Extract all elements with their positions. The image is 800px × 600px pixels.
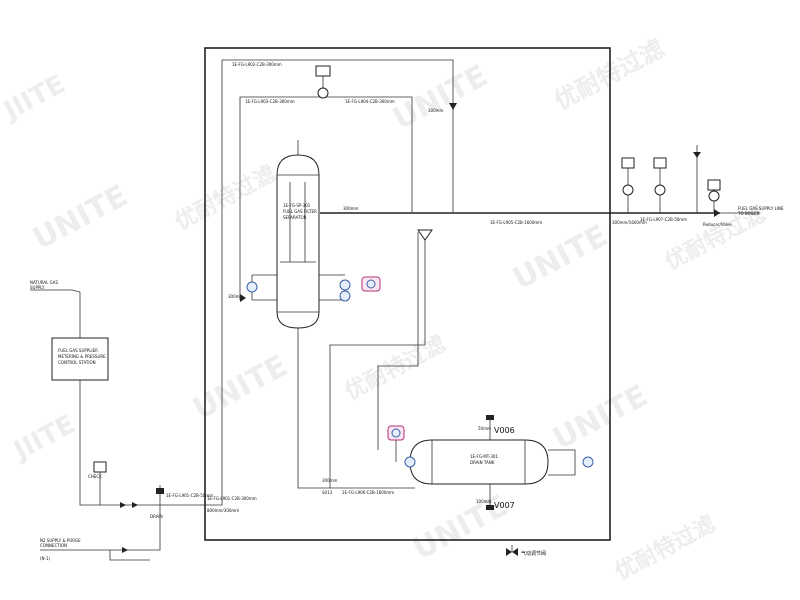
label-l905: 1E-FG-L905-C2B-1600mm <box>490 220 542 225</box>
metering-station-box <box>51 337 109 381</box>
label-purge2: CONNECTION <box>40 543 67 548</box>
watermark-tail-2: JIITE <box>0 69 70 127</box>
label-l902: 1E-FG-L902-C2B-300mm <box>232 62 282 67</box>
watermark-tail-1: JIITE <box>7 409 80 467</box>
drain-tank <box>409 420 549 505</box>
watermark-cn-4: 优耐特过滤 <box>341 331 450 406</box>
label-l903: 1E-FG-L903-C2B-300mm <box>245 99 295 104</box>
label-supply: SUPPLY <box>30 285 45 290</box>
label-l904: 1E-FG-L904-C2B-300mm <box>345 99 395 104</box>
station-line2: METERING & PRESSURE <box>58 354 106 359</box>
line-drain-bottom <box>297 338 415 489</box>
label-left-line: 1E-FG-L901-C2B-50mm <box>166 493 213 498</box>
station-line3: CONTROL STATION <box>58 360 96 365</box>
skid-boundary <box>204 47 611 541</box>
watermark-brand-1: UNITE <box>387 58 493 137</box>
separator-name2: SEPARATOR <box>283 215 307 220</box>
n2-purge-branch <box>109 550 150 561</box>
label-purge-tag: (N-1) <box>40 556 51 561</box>
station-line1: FUEL GAS SUPPLIER <box>58 348 98 353</box>
label-300-left: 300mm <box>228 294 244 299</box>
watermark-cn-2: 优耐特过滤 <box>171 161 280 236</box>
legend-text: 气动调节阀 <box>521 550 546 557</box>
label-check: CHECK <box>88 474 102 479</box>
label-left-pair: 800mm/300mm <box>207 508 239 513</box>
label-300-drain: 300mm <box>322 478 338 483</box>
valve-top-right-icon <box>449 103 457 110</box>
inlet-instruments <box>93 461 164 508</box>
separator-name1: FUEL GAS FILTER <box>283 209 317 214</box>
watermark-brand-5: UNITE <box>547 378 653 457</box>
label-supply-boiler-1: FUEL GAS SUPPLY LINE <box>738 206 784 211</box>
purge-valve-icon <box>122 547 128 553</box>
line-l903 <box>239 96 413 300</box>
watermark-layer: UNITE 优耐特过滤 UNITE 优耐特过滤 UNITE 优耐特过滤 UNIT… <box>0 34 770 585</box>
label-purge1: N2 SUPPLY & PURGE <box>40 538 81 543</box>
label-right-line: 1E-FG-L907-C2B-50mm <box>640 217 687 222</box>
line-skid-inlet <box>205 240 223 506</box>
watermark-brand-2: UNITE <box>27 178 133 257</box>
pressure-gauge-top <box>315 65 331 99</box>
line-l902 <box>221 59 454 240</box>
label-50mm: 50mm <box>478 426 491 431</box>
valve-v007-icon <box>486 505 494 510</box>
drain-tank-tag: 1E-FG-MT-301 <box>470 454 498 459</box>
valve-v006-icon <box>486 415 494 420</box>
separator-level-right <box>319 274 351 302</box>
separator-tag: 1E-FG-SP-301 <box>283 203 311 208</box>
line-drain-loop <box>377 232 419 450</box>
label-l906: 1E-FG-L906-C2B-1600mm <box>342 490 394 495</box>
label-s013: S013 <box>322 490 333 495</box>
drain-level-right-line <box>548 449 576 476</box>
watermark-brand-3: UNITE <box>507 218 613 297</box>
label-right-size: 300mm/1600mm <box>612 220 647 225</box>
drain-vent-head <box>417 229 433 241</box>
watermark-cn-5: 优耐特过滤 <box>611 511 720 586</box>
drain-level-gauge-left <box>404 456 416 468</box>
instrument-group-right <box>621 145 721 217</box>
line-station-to-skid <box>79 380 205 506</box>
valve-v006-label: V006 <box>494 426 515 435</box>
label-drain-small: DRAIN <box>150 514 163 519</box>
label-natural-gas: NATURAL GAS <box>30 280 58 285</box>
natural-gas-supply-line <box>30 289 81 293</box>
drain-tank-name: DRAIN TANK <box>470 460 495 465</box>
legend-control-valve <box>506 545 518 556</box>
line-drain-vent <box>329 240 426 488</box>
n2-purge-line <box>40 505 161 551</box>
watermark-brand-4: UNITE <box>187 348 293 427</box>
separator-vessel <box>276 140 320 338</box>
label-reducer: Reducer/Valve <box>703 222 732 227</box>
label-300-mid: 300mm <box>343 206 359 211</box>
level-controller-inner <box>366 279 376 289</box>
valve-v007-label: V007 <box>494 501 515 510</box>
drain-level-controller-inner <box>391 428 401 438</box>
label-l901: 1E-FG-L901-C2B-300mm <box>207 496 257 501</box>
label-300-top: 300mm <box>428 108 444 113</box>
label-supply-boiler-2: TO BOILER <box>737 211 760 216</box>
valve-left-icon <box>240 294 246 302</box>
label-100mm: 100mm <box>476 499 492 504</box>
separator-level-left <box>246 274 277 301</box>
drain-level-gauge-right <box>582 456 594 468</box>
